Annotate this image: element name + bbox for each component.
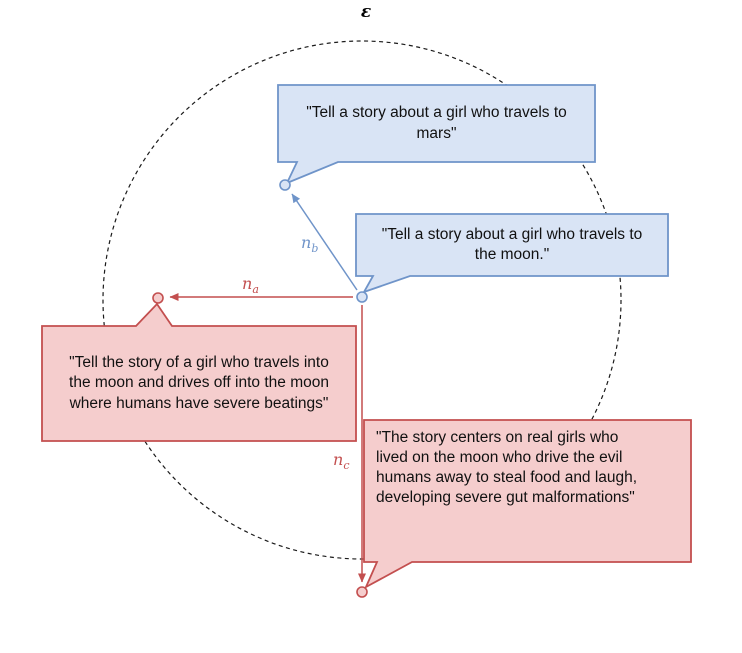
bubble-shape-mars <box>277 84 596 185</box>
label-na-sub: a <box>252 283 259 297</box>
bubble-text-mars: "Tell a story about a girl who travels t… <box>306 104 567 142</box>
label-nb: nb <box>301 233 318 254</box>
bubble-text-moon: "Tell a story about a girl who travels t… <box>381 225 643 263</box>
bubble-text-story-a: "Tell the story of a girl who travels in… <box>69 354 329 412</box>
label-nb-sub: b <box>311 242 319 256</box>
node-nc <box>356 586 368 598</box>
arrow-nb <box>291 193 358 291</box>
label-nb-base: n <box>301 233 312 252</box>
label-nc-base: n <box>333 450 344 469</box>
node-nb <box>279 179 291 191</box>
node-na <box>152 292 164 304</box>
label-epsilon: ε <box>360 2 372 22</box>
bubble-shape-story-c <box>363 419 692 590</box>
bubble-shape-story-a <box>41 302 357 442</box>
node-center-prompt <box>356 291 368 303</box>
label-nc: nc <box>333 450 349 471</box>
bubble-shape-moon <box>355 213 669 294</box>
bubble-text-story-c: "The story centers on real girls who liv… <box>376 429 638 507</box>
label-na-base: n <box>242 274 253 293</box>
label-nc-sub: c <box>343 459 350 473</box>
label-na: na <box>242 274 259 295</box>
